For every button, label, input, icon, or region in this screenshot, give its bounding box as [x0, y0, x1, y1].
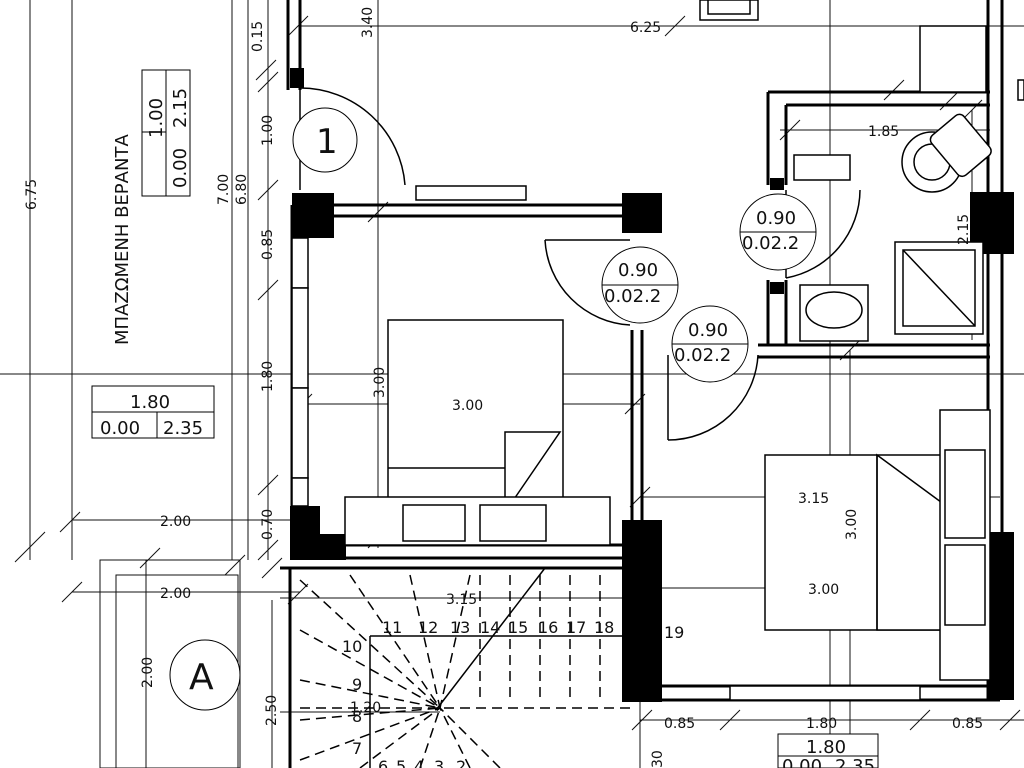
stair-step-10: 10	[342, 637, 362, 656]
dim-stair-width: 3.15	[446, 592, 477, 608]
dim-2-00-b: 2.00	[160, 586, 191, 602]
dim-7-00: 7.00	[216, 174, 232, 205]
window-tag-bottom-right: 2.35	[835, 756, 875, 768]
stair-step-15: 15	[508, 618, 528, 637]
stair-step-4: 4	[414, 757, 424, 768]
stair-step-12: 12	[418, 618, 438, 637]
dim-0-85: 0.85	[260, 229, 276, 260]
stair-step-3: 3	[434, 757, 444, 768]
chair	[699, 0, 759, 21]
door-tag-2-top: 0.90	[756, 208, 796, 229]
veranda-tag-top: 1.00	[146, 98, 167, 138]
window-tag-left-left: 0.00	[100, 418, 140, 439]
section-marker-1: 1	[316, 122, 338, 162]
bed-1	[344, 319, 611, 546]
dim-6-75: 6.75	[24, 179, 40, 210]
bed-2	[764, 409, 991, 681]
dim-bottom-0-85-a: 0.85	[664, 716, 695, 732]
dim-bed2-width: 3.15	[798, 491, 829, 507]
stair-step-13: 13	[450, 618, 470, 637]
columns	[290, 68, 1014, 702]
dim-bath-width: 1.85	[868, 124, 899, 140]
section-marker-a: A	[189, 657, 214, 698]
dim-bottom-0-85-b: 0.85	[952, 716, 983, 732]
dim-2-00-a: 2.00	[160, 514, 191, 530]
stair-step-19: 19	[664, 623, 684, 642]
dim-bath-depth: 2.15	[956, 214, 972, 245]
veranda-tag-right: 2.15	[170, 88, 191, 128]
dim-stair-landing: 1.20	[350, 700, 381, 716]
dim-0-15: 0.15	[250, 21, 266, 52]
window-tag-left-right: 2.35	[163, 418, 203, 439]
dim-top-width: 6.25	[630, 20, 661, 36]
dim-3-40: 3.40	[360, 7, 376, 38]
stair-step-6: 6	[378, 757, 388, 768]
dim-bed2-length: 3.00	[808, 582, 839, 598]
door-tag-3-bottom: 0.02.2	[674, 345, 731, 366]
stair-arrow	[369, 567, 630, 768]
dim-edge-30: 30	[650, 750, 666, 768]
stair-step-8: 8	[352, 707, 362, 726]
stair-step-9: 9	[352, 675, 362, 694]
dim-0-70: 0.70	[260, 509, 276, 540]
door-tag-1-bottom: 0.02.2	[604, 286, 661, 307]
stair-step-11: 11	[382, 618, 402, 637]
veranda-label: ΜΠΑΖΩΜΕΝΗ ΒΕΡΑΝΤΑ	[112, 134, 133, 345]
window-tag-bottom-top: 1.80	[806, 737, 846, 758]
dim-2-50: 2.50	[264, 695, 280, 726]
dim-bed2-depth: 3.00	[844, 509, 860, 540]
tag-boxes	[91, 69, 879, 768]
stair-step-2: 2	[456, 757, 466, 768]
stair-step-17: 17	[566, 618, 586, 637]
dim-6-80: 6.80	[234, 174, 250, 205]
window-tag-left-top: 1.80	[130, 392, 170, 413]
stair-step-16: 16	[538, 618, 558, 637]
dim-bed1-width: 3.00	[452, 398, 483, 414]
door-tag-3-top: 0.90	[688, 320, 728, 341]
windows	[291, 185, 921, 701]
bathroom-fixtures	[793, 25, 1024, 342]
window-tag-bottom-left: 0.00	[782, 756, 822, 768]
dim-2-00-v: 2.00	[140, 657, 156, 688]
dim-1-00: 1.00	[260, 115, 276, 146]
door-tag-2-bottom: 0.02.2	[742, 233, 799, 254]
veranda-tag-left: 0.00	[170, 148, 191, 188]
stair-step-18: 18	[594, 618, 614, 637]
dim-1-80: 1.80	[260, 361, 276, 392]
stair-step-14: 14	[480, 618, 500, 637]
door-tag-1-top: 0.90	[618, 260, 658, 281]
stair-step-7: 7	[352, 739, 362, 758]
stair-step-5: 5	[396, 757, 406, 768]
dim-bottom-1-80: 1.80	[806, 716, 837, 732]
dim-bed1-depth: 3.00	[372, 367, 388, 398]
